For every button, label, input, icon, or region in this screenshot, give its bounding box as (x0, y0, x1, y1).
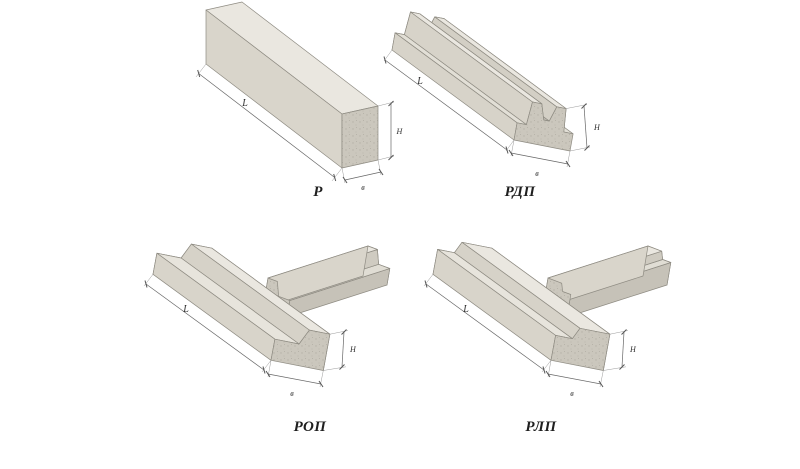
length-label: L (241, 98, 248, 109)
figure-caption-rop: РОП (293, 419, 327, 435)
dimension-length: L (383, 49, 515, 154)
dimension-length: L (423, 274, 552, 374)
length-label: L (416, 76, 423, 87)
dimension-length: L (143, 274, 272, 374)
width-label: в (361, 183, 365, 192)
beam-rop-main (152, 243, 331, 371)
width-label: в (535, 169, 539, 178)
width-label: в (570, 389, 574, 398)
dimension-height: H (323, 329, 357, 371)
dimension-length: L (195, 63, 343, 182)
height-label: H (396, 127, 404, 136)
dimension-width: в (508, 139, 571, 178)
figure-caption-p: Р (313, 184, 323, 200)
figure-caption-rdp: РДП (504, 184, 536, 200)
height-label: H (349, 345, 357, 354)
beam-rlp-main (432, 241, 611, 371)
end-face (270, 329, 331, 371)
width-label: в (290, 389, 294, 398)
dimension-height: H (603, 329, 637, 371)
beam-drawing-rlp: L H в (423, 241, 672, 398)
dimension-width: в (341, 159, 384, 192)
dimension-width: в (265, 360, 324, 398)
height-label: H (629, 345, 637, 354)
dimension-width: в (545, 360, 604, 398)
dimension-height: H (377, 100, 404, 161)
beam-rop-section-piece (262, 245, 391, 318)
beam-p-3d (205, 1, 379, 169)
beam-rdp-3d (391, 11, 574, 152)
end-face (341, 105, 379, 169)
beam-drawing-rdp: L H в (383, 11, 601, 178)
figure-caption-rlp: РЛП (525, 419, 557, 435)
beam-drawing-rop: L H в (143, 243, 391, 398)
length-label: L (462, 304, 469, 315)
beam-drawing-p: L H в (195, 1, 404, 192)
height-label: H (593, 123, 601, 132)
dimension-height: H (566, 103, 601, 152)
length-label: L (182, 304, 189, 315)
